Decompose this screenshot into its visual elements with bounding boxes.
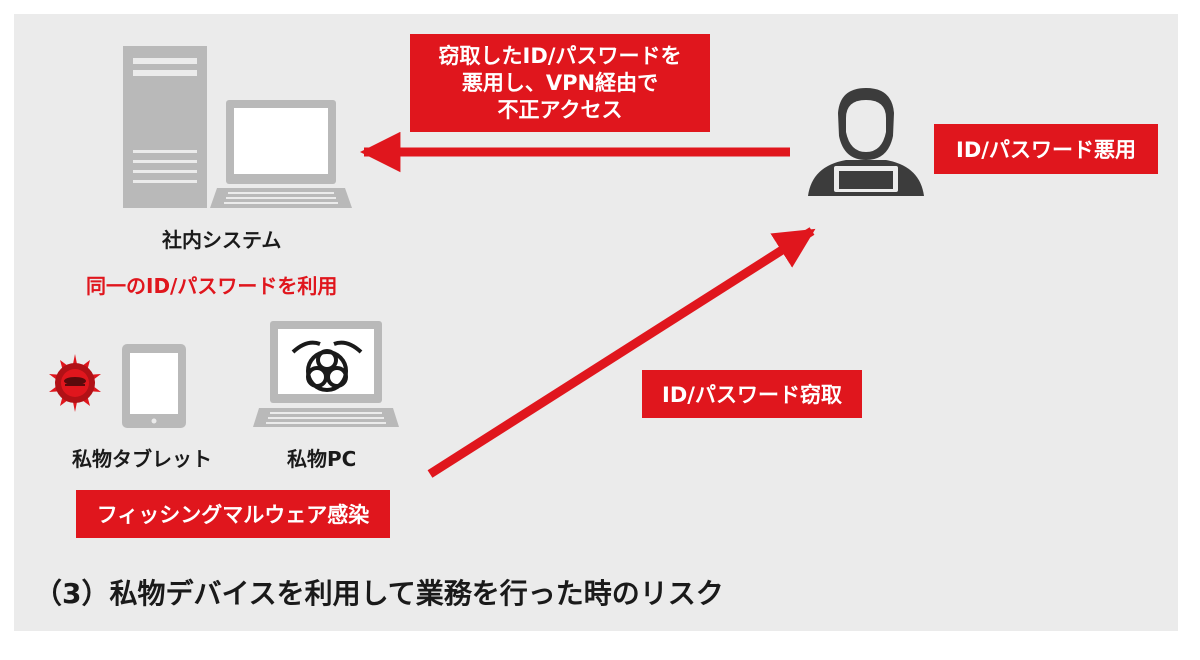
callout-credential-abuse-label: ID/パスワード悪用	[956, 138, 1136, 162]
callout-phishing-infection: フィッシングマルウェア感染	[76, 490, 390, 538]
attacker-icon	[808, 88, 924, 196]
callout-vpn-abuse-line-3: 不正アクセス	[497, 97, 623, 122]
laptop-icon	[210, 100, 352, 208]
callout-vpn-abuse-line-1: 窃取したID/パスワードを	[438, 43, 682, 68]
callout-phishing-infection-label: フィッシングマルウェア感染	[96, 503, 370, 527]
callout-vpn-abuse-line-2: 悪用し、VPN経由で	[461, 70, 659, 95]
callout-credential-theft: ID/パスワード窃取	[642, 370, 862, 418]
server-icon	[123, 46, 207, 208]
malware-icon	[49, 354, 101, 412]
private-pc-label: 私物PC	[287, 447, 357, 471]
callout-credential-theft-label: ID/パスワード窃取	[662, 383, 842, 407]
internal-system-label: 社内システム	[162, 228, 282, 252]
same-credentials-label: 同一のID/パスワードを利用	[86, 274, 338, 298]
arrow-phishing-to-attacker	[427, 227, 816, 478]
figure-caption: （3）私物デバイスを利用して業務を行った時のリスク	[34, 577, 724, 610]
tablet-icon	[122, 344, 186, 428]
callout-credential-abuse: ID/パスワード悪用	[934, 124, 1158, 174]
laptop-biohazard-icon	[253, 321, 399, 427]
callout-vpn-abuse: 窃取したID/パスワードを 悪用し、VPN経由で 不正アクセス	[410, 34, 710, 132]
private-tablet-label: 私物タブレット	[72, 447, 212, 471]
